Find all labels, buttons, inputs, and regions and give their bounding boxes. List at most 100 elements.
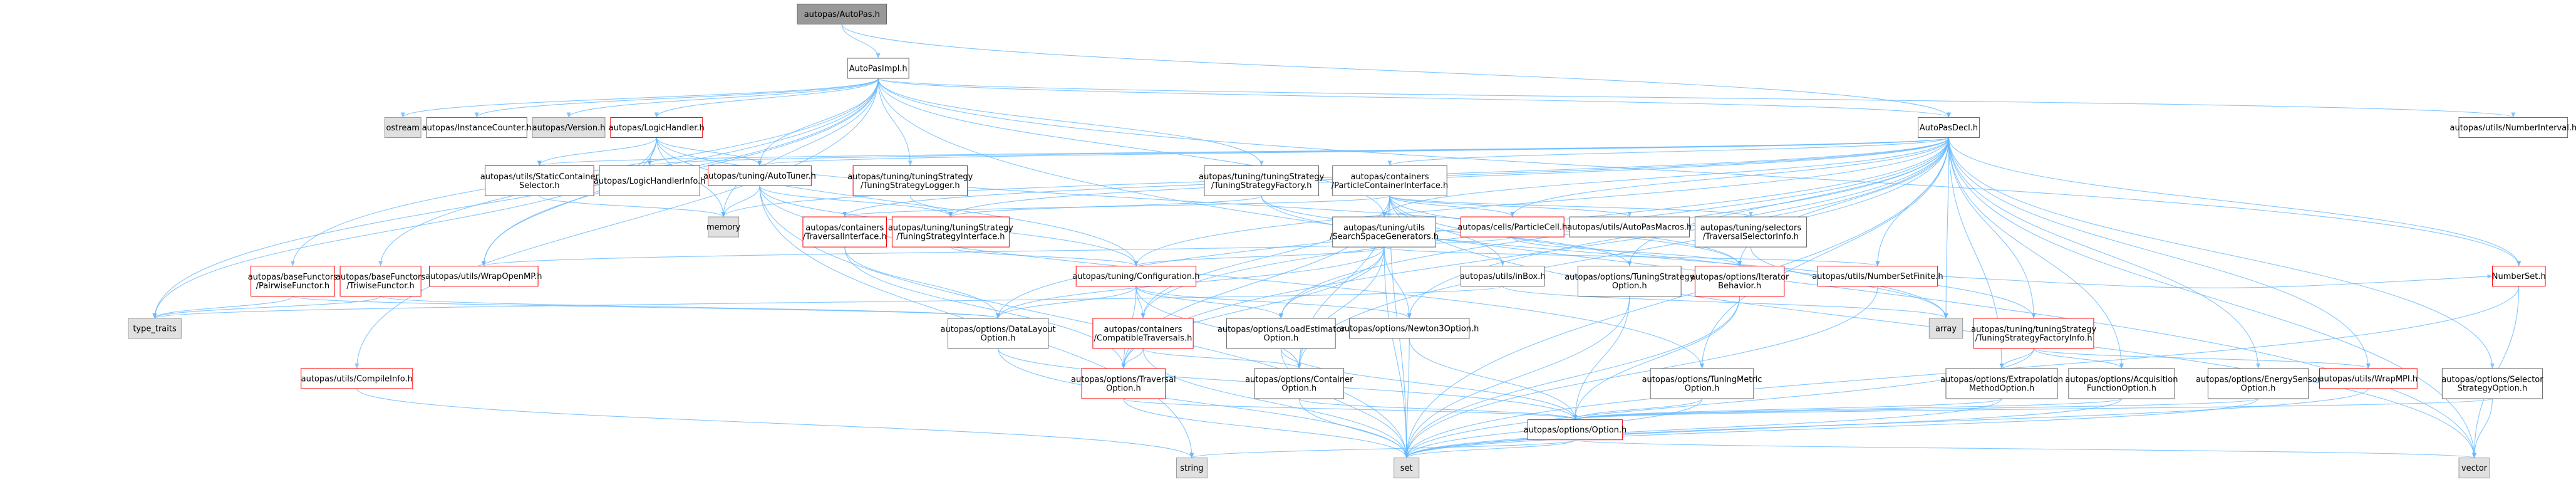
edge-autopasimpl-to-numberinterval xyxy=(877,78,2515,118)
edge-autopasimpl-to-numberset xyxy=(877,78,2522,266)
edge-autopasimpl-to-compileinfo xyxy=(354,78,879,369)
node-label: autopas/tuning/selectors xyxy=(1700,224,1802,233)
node-compatibletraversals[interactable]: autopas/containers/CompatibleTraversals.… xyxy=(1092,318,1194,349)
edge-logichandler-to-autotuner xyxy=(656,137,762,166)
node-selectorinfo[interactable]: autopas/tuning/selectors/TraversalSelect… xyxy=(1694,216,1807,248)
node-numbersetfinite[interactable]: autopas/utils/NumberSetFinite.h xyxy=(1812,266,1943,287)
node-autotuner[interactable]: autopas/tuning/AutoTuner.h xyxy=(703,165,816,186)
node-label: /TraversalInterface.h xyxy=(803,233,887,242)
node-numberinterval[interactable]: autopas/utils/NumberInterval.h xyxy=(2449,117,2576,138)
node-label: Option.h xyxy=(1281,384,1316,393)
node-box xyxy=(802,216,887,248)
node-label: autopas/options/Selector xyxy=(2441,375,2543,384)
node-pcinterface[interactable]: autopas/containers/ParticleContainerInte… xyxy=(1332,165,1449,196)
node-label: autopas/baseFunctors xyxy=(248,273,338,282)
node-box xyxy=(384,117,422,138)
node-automacros[interactable]: autopas/utils/AutoPasMacros.h xyxy=(1567,216,1692,238)
node-traversalinterface[interactable]: autopas/containers/TraversalInterface.h xyxy=(802,216,887,248)
node-optionh[interactable]: autopas/options/Option.h xyxy=(1524,419,1627,441)
node-inbox[interactable]: autopas/utils/inBox.h xyxy=(1460,266,1546,287)
node-strategylogger[interactable]: autopas/tuning/tuningStrategy/TuningStra… xyxy=(847,165,973,196)
node-label: /TuningStrategyInterface.h xyxy=(896,233,1005,242)
node-label: Option.h xyxy=(1106,384,1141,393)
node-vector: vector xyxy=(2458,458,2490,479)
edge-configuration-to-loadestimator xyxy=(1135,286,1283,319)
node-label: autopas/LogicHandler.h xyxy=(609,123,705,133)
node-configuration[interactable]: autopas/tuning/Configuration.h xyxy=(1072,266,1200,287)
node-autopasimpl[interactable]: AutoPasImpl.h xyxy=(847,58,909,79)
node-box xyxy=(847,58,909,79)
node-box xyxy=(1917,117,1980,138)
node-label: autopas/options/Iterator xyxy=(1690,273,1789,282)
node-logichandlerinfo[interactable]: autopas/LogicHandlerInfo.h xyxy=(594,165,706,196)
node-set: set xyxy=(1394,458,1420,479)
node-box xyxy=(2458,458,2490,479)
node-strategyfactory[interactable]: autopas/tuning/tuningStrategy/TuningStra… xyxy=(1199,165,1325,196)
node-box xyxy=(339,266,422,297)
edge-strategylogger-to-strategyinterface xyxy=(909,196,953,217)
node-pairwise[interactable]: autopas/baseFunctors/PairwiseFunctor.h xyxy=(248,266,338,297)
node-box xyxy=(2207,368,2309,399)
edge-searchspace-to-loadestimator xyxy=(1278,247,1385,318)
node-searchspace[interactable]: autopas/tuning/utils/SearchSpaceGenerato… xyxy=(1330,216,1439,248)
edge-pcinterface-to-traversalinterface xyxy=(842,195,1390,217)
edge-searchspace-to-configuration xyxy=(1134,246,1385,267)
node-label: Option.h xyxy=(2241,384,2276,393)
node-logichandler[interactable]: autopas/LogicHandler.h xyxy=(609,117,705,138)
edge-autotuner-to-strategyinterface xyxy=(759,186,953,217)
edge-numbersetfinite-to-set xyxy=(1404,286,1878,458)
node-triwise[interactable]: autopas/baseFunctors/TriwiseFunctor.h xyxy=(336,266,425,297)
node-label: /TuningStrategyLogger.h xyxy=(861,181,960,191)
node-particlecell[interactable]: autopas/cells/ParticleCell.h xyxy=(1457,216,1567,238)
edge-autopasdecl-to-wrapmpi xyxy=(1948,137,2371,369)
edge-autopasdecl-to-searchspace xyxy=(1382,137,1950,217)
node-label: array xyxy=(1935,324,1957,333)
edge-logichandler-to-iteratorbehavior xyxy=(656,137,1742,266)
node-label: autopas/tuning/tuningStrategy xyxy=(888,224,1013,233)
node-acquisition[interactable]: autopas/options/AcquisitionFunctionOptio… xyxy=(2065,368,2178,399)
edge-tuningstrategyoption-to-set xyxy=(1404,296,1630,458)
edge-datalayout-to-set xyxy=(998,348,1409,458)
node-newton3[interactable]: autopas/options/Newton3Option.h xyxy=(1340,318,1479,339)
node-wrapmpi[interactable]: autopas/utils/WrapMPI.h xyxy=(2319,368,2418,389)
node-label: Option.h xyxy=(1685,384,1720,393)
edge-autopasimpl-to-strategyfactory xyxy=(877,78,1264,166)
node-instancecounter[interactable]: autopas/InstanceCounter.h xyxy=(422,117,532,138)
node-label: autopas/utils/WrapMPI.h xyxy=(2319,374,2418,384)
node-label: Behavior.h xyxy=(1718,281,1761,291)
node-box xyxy=(2491,266,2546,287)
node-box xyxy=(1332,216,1436,248)
node-box xyxy=(891,216,1010,248)
node-box xyxy=(128,318,182,339)
node-autopasdecl[interactable]: AutoPasDecl.h xyxy=(1917,117,1980,138)
node-label: autopas/options/LoadEstimator xyxy=(1218,325,1345,334)
node-box xyxy=(426,117,527,138)
node-label: autopas/options/Acquisition xyxy=(2065,375,2178,384)
edge-particlecell-to-wrapopenmp xyxy=(482,236,1513,267)
node-factoryinfo[interactable]: autopas/tuning/tuningStrategy/TuningStra… xyxy=(1971,318,2097,349)
node-extrapolation[interactable]: autopas/options/ExtrapolationMethodOptio… xyxy=(1940,368,2063,399)
node-strategyinterface[interactable]: autopas/tuning/tuningStrategy/TuningStra… xyxy=(888,216,1013,248)
node-compileinfo[interactable]: autopas/utils/CompileInfo.h xyxy=(301,368,413,389)
node-box xyxy=(852,165,968,196)
node-wrapopenmp[interactable]: autopas/utils/WrapOpenMP.h xyxy=(425,266,542,287)
edge-autopasdecl-to-autotuner xyxy=(758,137,1950,166)
edge-pcinterface-to-automacros xyxy=(1389,195,1632,217)
edge-numbersetfinite-to-numberset xyxy=(1937,274,2493,288)
node-numberset[interactable]: NumberSet.h xyxy=(2491,266,2546,287)
edge-autopasimpl-to-version xyxy=(566,78,879,118)
node-box xyxy=(1254,368,1345,399)
node-box xyxy=(1569,216,1690,238)
node-typetraits: type_traits xyxy=(128,318,182,339)
